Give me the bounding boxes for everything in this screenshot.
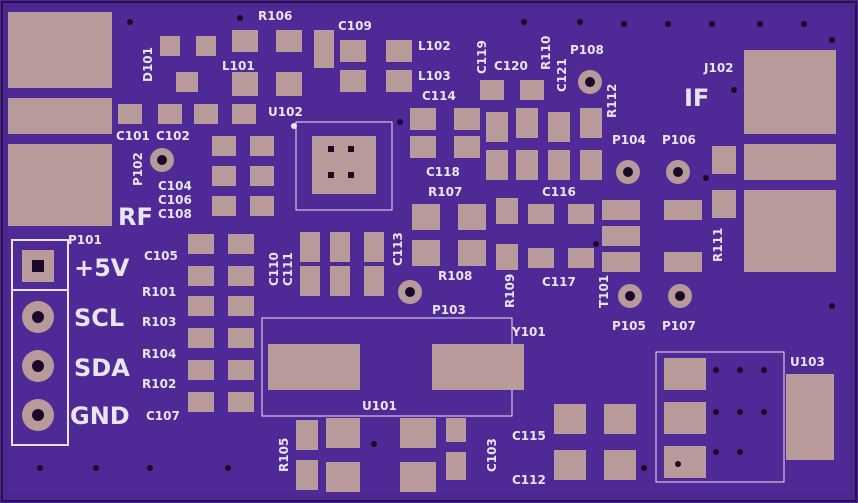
- ref-c117: C117: [542, 275, 576, 289]
- label-rf: RF: [118, 203, 153, 231]
- ref-c102: C102: [156, 129, 190, 143]
- if-connector-pad-bottom: [744, 190, 836, 272]
- ref-p106: P106: [662, 133, 696, 147]
- ref-c115: C115: [512, 429, 546, 443]
- ref-y101: Y101: [511, 325, 546, 339]
- ref-c116: C116: [542, 185, 576, 199]
- rf-connector-pad-center: [8, 98, 112, 134]
- ref-c101: C101: [116, 129, 150, 143]
- if-connector-pad-top: [744, 50, 836, 134]
- label-gnd: GND: [70, 402, 130, 430]
- ref-p107: P107: [662, 319, 696, 333]
- ref-p102: P102: [131, 152, 145, 186]
- ref-t101: T101: [597, 275, 611, 308]
- ref-c103: C103: [485, 438, 499, 472]
- ref-c119: C119: [475, 40, 489, 74]
- ref-c108: C108: [158, 207, 192, 221]
- ref-l102: L102: [418, 39, 451, 53]
- ref-r112: R112: [605, 84, 619, 118]
- ref-d101: D101: [141, 47, 155, 82]
- ref-c118: C118: [426, 165, 460, 179]
- rf-connector-pad-bottom: [8, 144, 112, 226]
- ref-c113: C113: [391, 232, 405, 266]
- y101-pad-right: [432, 344, 524, 390]
- ref-r109: R109: [503, 274, 517, 308]
- ref-p101: P101: [68, 233, 102, 247]
- ref-c121: C121: [555, 58, 569, 92]
- ref-c109: C109: [338, 19, 372, 33]
- ref-r101: R101: [142, 285, 176, 299]
- ref-u103: U103: [790, 355, 825, 369]
- label-if: IF: [684, 84, 709, 112]
- header-outline: [11, 239, 69, 446]
- ref-r103: R103: [142, 315, 176, 329]
- ref-p103: P103: [432, 303, 466, 317]
- ref-c120: C120: [494, 59, 528, 73]
- ref-c114: C114: [422, 89, 456, 103]
- y101-pad-left: [268, 344, 360, 390]
- vias: [37, 15, 835, 471]
- u103-tab: [786, 374, 834, 460]
- u103-pad-1: [664, 358, 706, 390]
- u103-pad-3: [664, 446, 706, 478]
- ref-c112: C112: [512, 473, 546, 487]
- ref-r108: R108: [438, 269, 472, 283]
- ref-r110: R110: [539, 36, 553, 70]
- ref-c106: C106: [158, 193, 192, 207]
- ref-l103: L103: [418, 69, 451, 83]
- ref-r105: R105: [277, 438, 291, 472]
- ref-p105: P105: [612, 319, 646, 333]
- ref-r111: R111: [711, 228, 725, 262]
- ref-j102: J102: [703, 61, 734, 75]
- ref-r102: R102: [142, 377, 176, 391]
- ref-c111: C111: [281, 252, 295, 286]
- u102-body: [312, 136, 376, 194]
- ref-c107: C107: [146, 409, 180, 423]
- label-5v: +5V: [74, 254, 130, 282]
- ref-c110: C110: [267, 252, 281, 286]
- ref-p104: P104: [612, 133, 646, 147]
- u103-pad-2: [664, 402, 706, 434]
- rf-connector-pad-top: [8, 12, 112, 88]
- label-sda: SDA: [74, 354, 130, 382]
- ref-p108: P108: [570, 43, 604, 57]
- ref-u101: U101: [362, 399, 397, 413]
- ref-c104: C104: [158, 179, 192, 193]
- test-points: [150, 70, 692, 308]
- ref-c105: C105: [144, 249, 178, 263]
- ref-r104: R104: [142, 347, 176, 361]
- ref-u102: U102: [268, 105, 303, 119]
- ref-r106: R106: [258, 9, 292, 23]
- if-connector-pad-center: [744, 144, 836, 180]
- ref-r107: R107: [428, 185, 462, 199]
- label-scl: SCL: [74, 304, 124, 332]
- smd-pads: [118, 30, 736, 492]
- ref-l101: L101: [222, 59, 255, 73]
